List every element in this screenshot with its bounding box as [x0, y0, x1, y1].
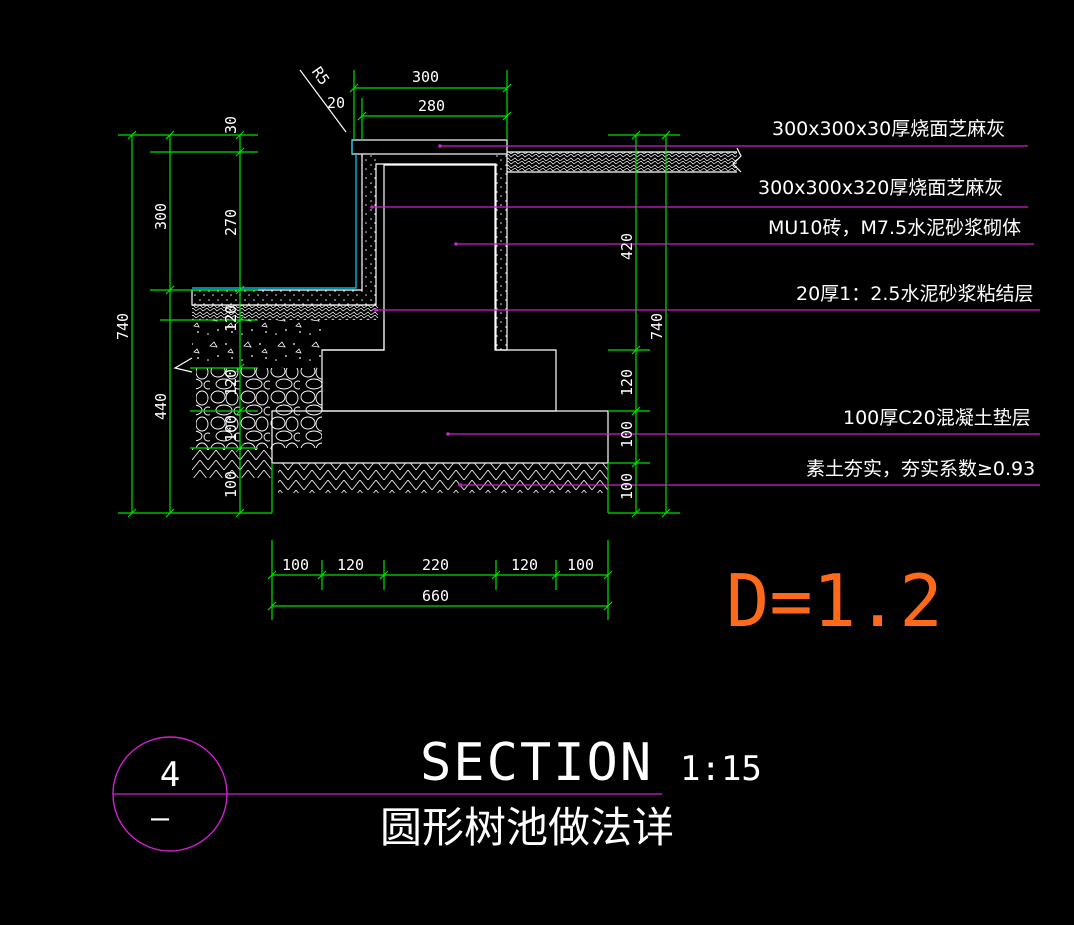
dim-left-l3: 100	[222, 415, 240, 442]
dim-right-r2: 100	[618, 421, 636, 448]
dim-right-total: 740	[648, 313, 666, 340]
radius-leader	[299, 69, 347, 133]
dimension-labels: 300 280 20 740 300 440 30 270 120 120 10…	[114, 68, 666, 605]
compacted-earth-under-footing	[278, 463, 608, 493]
scale-label: 1:15	[680, 749, 762, 789]
dim-left-cap: 30	[222, 116, 240, 134]
dim-right-top: 420	[618, 233, 636, 260]
dim-bottom-d2: 120	[337, 556, 364, 574]
dimension-lines	[118, 70, 680, 620]
note-brick: MU10砖，M7.5水泥砂浆砌体	[768, 217, 1021, 239]
dim-top-inner: 280	[418, 97, 445, 115]
dim-left-wall: 270	[222, 209, 240, 236]
section-title: SECTION	[420, 733, 653, 793]
dim-bottom-d4: 120	[511, 556, 538, 574]
dim-bottom-d1: 100	[282, 556, 309, 574]
note-granite-cap: 300x300x30厚烧面芝麻灰	[772, 118, 1005, 140]
left-soil-fill	[192, 320, 324, 368]
sheet-reference: —	[151, 801, 170, 836]
radius-label: R5	[308, 63, 333, 88]
dim-right-r3: 100	[618, 473, 636, 500]
dim-bottom-d3: 220	[422, 556, 449, 574]
left-earth	[192, 448, 272, 478]
dim-bottom-total: 660	[422, 587, 449, 605]
c20-concrete-bed	[271, 410, 609, 464]
dim-left-lower: 440	[152, 393, 170, 420]
leader-lines	[370, 144, 1040, 487]
brick-masonry	[321, 164, 557, 412]
dim-left-l2: 120	[222, 369, 240, 396]
material-notes: 300x300x30厚烧面芝麻灰 300x300x320厚烧面芝麻灰 MU10砖…	[758, 118, 1035, 480]
dim-left-total: 740	[114, 313, 132, 340]
gravel-fill	[196, 368, 322, 448]
mortar-bed	[192, 305, 378, 320]
dim-top-edge: 20	[327, 94, 345, 112]
note-earth: 素土夯实，夯实系数≥0.93	[806, 458, 1035, 480]
note-concrete: 100厚C20混凝土垫层	[843, 407, 1031, 429]
section-body: R5	[173, 63, 742, 493]
title-block: 4 — SECTION 1:15 圆形树池做法详	[112, 733, 762, 852]
handwritten-note: D=1.2	[726, 559, 943, 643]
dim-bottom-d5: 100	[567, 556, 594, 574]
dim-right-r1: 120	[618, 369, 636, 396]
dim-left-l1: 120	[222, 305, 240, 332]
finish-layer	[192, 154, 357, 289]
dim-left-upper: 300	[152, 203, 170, 230]
right-pavement	[507, 152, 737, 172]
detail-number: 4	[160, 755, 180, 795]
note-mortar: 20厚1：2.5水泥砂浆粘结层	[796, 283, 1033, 305]
dim-left-l4: 100	[222, 471, 240, 498]
drawing-name: 圆形树池做法详	[380, 803, 674, 852]
granite-cap	[351, 139, 508, 155]
note-granite-block: 300x300x320厚烧面芝麻灰	[758, 177, 1003, 199]
dim-top-overall: 300	[412, 68, 439, 86]
